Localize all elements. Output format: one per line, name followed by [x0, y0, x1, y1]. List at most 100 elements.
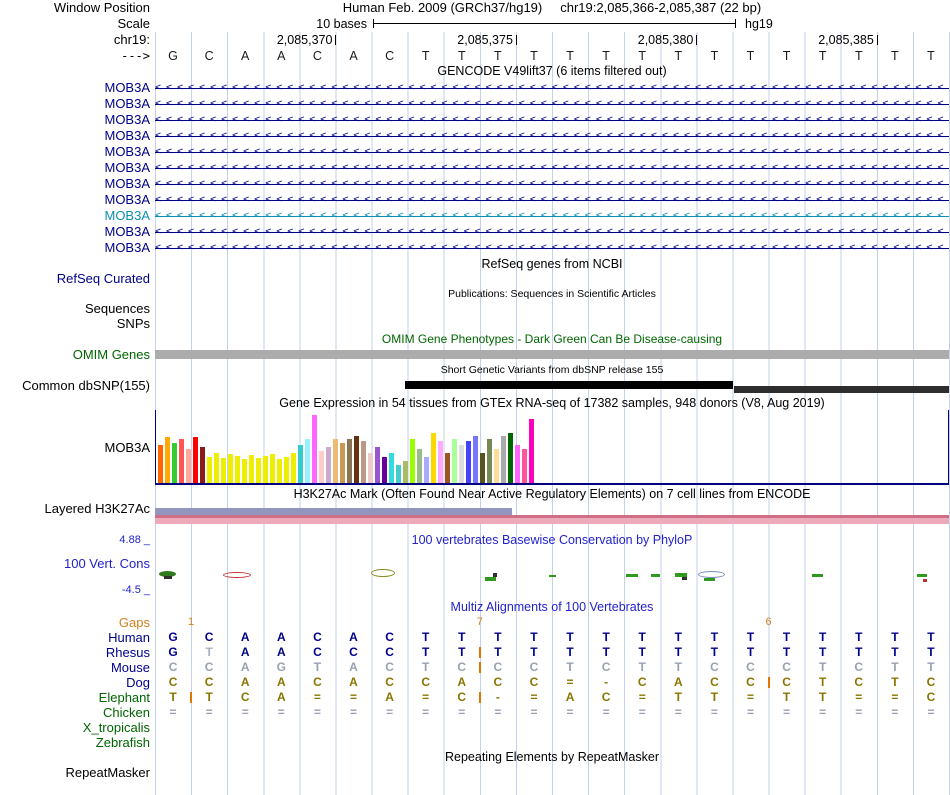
gap-count: 7	[476, 616, 483, 628]
gene-row[interactable]: MOB3A <<<<<<<<<<<<<<<<<<<<<<<<<<<<<<<<<<<…	[0, 80, 950, 96]
gene-track[interactable]: <<<<<<<<<<<<<<<<<<<<<<<<<<<<<<<<<<<<<<<<…	[155, 112, 949, 128]
species-label[interactable]: Chicken	[103, 705, 150, 720]
alignment-base: C	[168, 660, 178, 674]
gene-row[interactable]: MOB3A <<<<<<<<<<<<<<<<<<<<<<<<<<<<<<<<<<<…	[0, 176, 950, 192]
gene-row[interactable]: MOB3A <<<<<<<<<<<<<<<<<<<<<<<<<<<<<<<<<<<…	[0, 240, 950, 256]
alignment-base: T	[782, 690, 791, 704]
alignment-base: =	[891, 690, 899, 704]
gtex-bar	[193, 437, 198, 483]
gene-track[interactable]: <<<<<<<<<<<<<<<<<<<<<<<<<<<<<<<<<<<<<<<<…	[155, 96, 949, 112]
gene-track[interactable]: <<<<<<<<<<<<<<<<<<<<<<<<<<<<<<<<<<<<<<<<…	[155, 80, 949, 96]
gene-label[interactable]: MOB3A	[104, 80, 150, 95]
gene-track[interactable]: <<<<<<<<<<<<<<<<<<<<<<<<<<<<<<<<<<<<<<<<…	[155, 240, 949, 256]
alignment-base: T	[205, 690, 213, 704]
gene-row[interactable]: MOB3A <<<<<<<<<<<<<<<<<<<<<<<<<<<<<<<<<<<…	[0, 160, 950, 176]
gtex-chart[interactable]	[155, 410, 949, 485]
coordinate-tick	[515, 35, 517, 45]
gene-track[interactable]: <<<<<<<<<<<<<<<<<<<<<<<<<<<<<<<<<<<<<<<<…	[155, 176, 949, 192]
gene-label[interactable]: MOB3A	[104, 192, 150, 207]
alignment-base: T	[891, 645, 899, 659]
alignment-base: T	[638, 630, 646, 644]
gtex-title[interactable]: Gene Expression in 54 tissues from GTEx …	[279, 396, 825, 410]
alignment-track: ======================	[155, 705, 949, 720]
gtex-bar	[326, 447, 331, 483]
species-label[interactable]: Mouse	[110, 660, 150, 675]
gene-label[interactable]: MOB3A	[104, 240, 150, 255]
species-label[interactable]: Rhesus	[105, 645, 150, 660]
species-label[interactable]: Elephant	[98, 690, 150, 705]
cons-mark	[923, 579, 927, 582]
gene-arrows: <<<<<<<<<<<<<<<<<<<<<<<<<<<<<<<<<<<<<<<<…	[155, 178, 949, 189]
h3k27ac-title-row: H3K27Ac Mark (Often Found Near Active Re…	[0, 488, 950, 501]
grid-lines	[155, 32, 950, 795]
species-label[interactable]: Gaps	[118, 615, 150, 630]
omim-genes-label[interactable]: OMIM Genes	[72, 347, 150, 362]
gene-label[interactable]: MOB3A	[104, 128, 150, 143]
sequences-label[interactable]: Sequences	[84, 301, 150, 316]
h3k27ac-title[interactable]: H3K27Ac Mark (Often Found Near Active Re…	[293, 487, 811, 501]
cons-mark	[371, 569, 395, 577]
gene-arrows: <<<<<<<<<<<<<<<<<<<<<<<<<<<<<<<<<<<<<<<<…	[155, 226, 949, 237]
alignment-base: T	[422, 630, 430, 644]
omim-bar[interactable]	[155, 350, 949, 359]
gene-track[interactable]: <<<<<<<<<<<<<<<<<<<<<<<<<<<<<<<<<<<<<<<<…	[155, 192, 949, 208]
gap-count: 1	[188, 616, 195, 628]
gene-label[interactable]: MOB3A	[104, 176, 150, 191]
gene-row[interactable]: MOB3A <<<<<<<<<<<<<<<<<<<<<<<<<<<<<<<<<<<…	[0, 128, 950, 144]
gene-row[interactable]: MOB3A <<<<<<<<<<<<<<<<<<<<<<<<<<<<<<<<<<<…	[0, 112, 950, 128]
species-label[interactable]: Human	[108, 630, 150, 645]
species-label[interactable]: Dog	[126, 675, 150, 690]
gene-track[interactable]: <<<<<<<<<<<<<<<<<<<<<<<<<<<<<<<<<<<<<<<<…	[155, 224, 949, 240]
gencode-title[interactable]: GENCODE V49lift37 (6 items filtered out)	[437, 64, 667, 78]
h3k27ac-label[interactable]: Layered H3K27Ac	[44, 501, 150, 516]
repeatmasker-title[interactable]: Repeating Elements by RepeatMasker	[444, 750, 659, 764]
omim-title[interactable]: OMIM Gene Phenotypes - Dark Green Can Be…	[381, 332, 723, 346]
gene-row[interactable]: MOB3A <<<<<<<<<<<<<<<<<<<<<<<<<<<<<<<<<<<…	[0, 144, 950, 160]
gene-label[interactable]: MOB3A	[104, 160, 150, 175]
species-label[interactable]: Zebrafish	[95, 735, 150, 750]
dbsnp-variant-bar[interactable]	[734, 386, 949, 393]
alignment-base: C	[313, 675, 322, 689]
gene-label[interactable]: MOB3A	[104, 224, 150, 239]
gene-track[interactable]: <<<<<<<<<<<<<<<<<<<<<<<<<<<<<<<<<<<<<<<<…	[155, 160, 949, 176]
refseq-curated-label[interactable]: RefSeq Curated	[56, 271, 150, 286]
gtex-gene-label[interactable]: MOB3A	[104, 440, 150, 455]
snps-label[interactable]: SNPs	[116, 316, 150, 331]
gene-row[interactable]: MOB3A <<<<<<<<<<<<<<<<<<<<<<<<<<<<<<<<<<<…	[0, 192, 950, 208]
gene-label[interactable]: MOB3A	[104, 144, 150, 159]
gene-track[interactable]: <<<<<<<<<<<<<<<<<<<<<<<<<<<<<<<<<<<<<<<<…	[155, 208, 949, 224]
gene-row[interactable]: MOB3A <<<<<<<<<<<<<<<<<<<<<<<<<<<<<<<<<<<…	[0, 96, 950, 112]
gtex-bar	[529, 419, 534, 483]
publications-title[interactable]: Publications: Sequences in Scientific Ar…	[448, 288, 656, 300]
cons-track-label[interactable]: 100 Vert. Cons	[64, 556, 150, 571]
gtex-bar	[445, 453, 450, 483]
h3k27ac-track[interactable]	[155, 502, 949, 530]
gene-track[interactable]: <<<<<<<<<<<<<<<<<<<<<<<<<<<<<<<<<<<<<<<<…	[155, 128, 949, 144]
gene-track[interactable]: <<<<<<<<<<<<<<<<<<<<<<<<<<<<<<<<<<<<<<<<…	[155, 144, 949, 160]
alignment-base: A	[565, 690, 575, 704]
alignment-track	[155, 720, 949, 735]
species-label[interactable]: X_tropicalis	[82, 720, 150, 735]
gene-row[interactable]: MOB3A <<<<<<<<<<<<<<<<<<<<<<<<<<<<<<<<<<<…	[0, 224, 950, 240]
cons-track[interactable]	[155, 548, 949, 600]
alignment-base: C	[637, 675, 647, 689]
refseq-title[interactable]: RefSeq genes from NCBI	[481, 257, 623, 271]
alignment-base: A	[240, 630, 250, 644]
gene-label[interactable]: MOB3A	[104, 96, 150, 111]
coordinate-tick	[335, 35, 337, 45]
gene-row[interactable]: MOB3A <<<<<<<<<<<<<<<<<<<<<<<<<<<<<<<<<<<…	[0, 208, 950, 224]
repeatmasker-label[interactable]: RepeatMasker	[65, 765, 150, 780]
gene-label[interactable]: MOB3A	[104, 112, 150, 127]
multiz-title[interactable]: Multiz Alignments of 100 Vertebrates	[450, 600, 654, 614]
dbsnp-label[interactable]: Common dbSNP(155)	[22, 378, 150, 393]
dbsnp-title[interactable]: Short Genetic Variants from dbSNP releas…	[440, 364, 664, 376]
gene-label[interactable]: MOB3A	[104, 208, 150, 223]
phylop-title[interactable]: 100 vertebrates Basewise Conservation by…	[411, 533, 693, 547]
dbsnp-variant-bar[interactable]	[405, 381, 733, 389]
gtex-bar	[319, 451, 324, 483]
h3k27ac-layer	[155, 508, 512, 515]
alignment-base: C	[854, 675, 864, 689]
